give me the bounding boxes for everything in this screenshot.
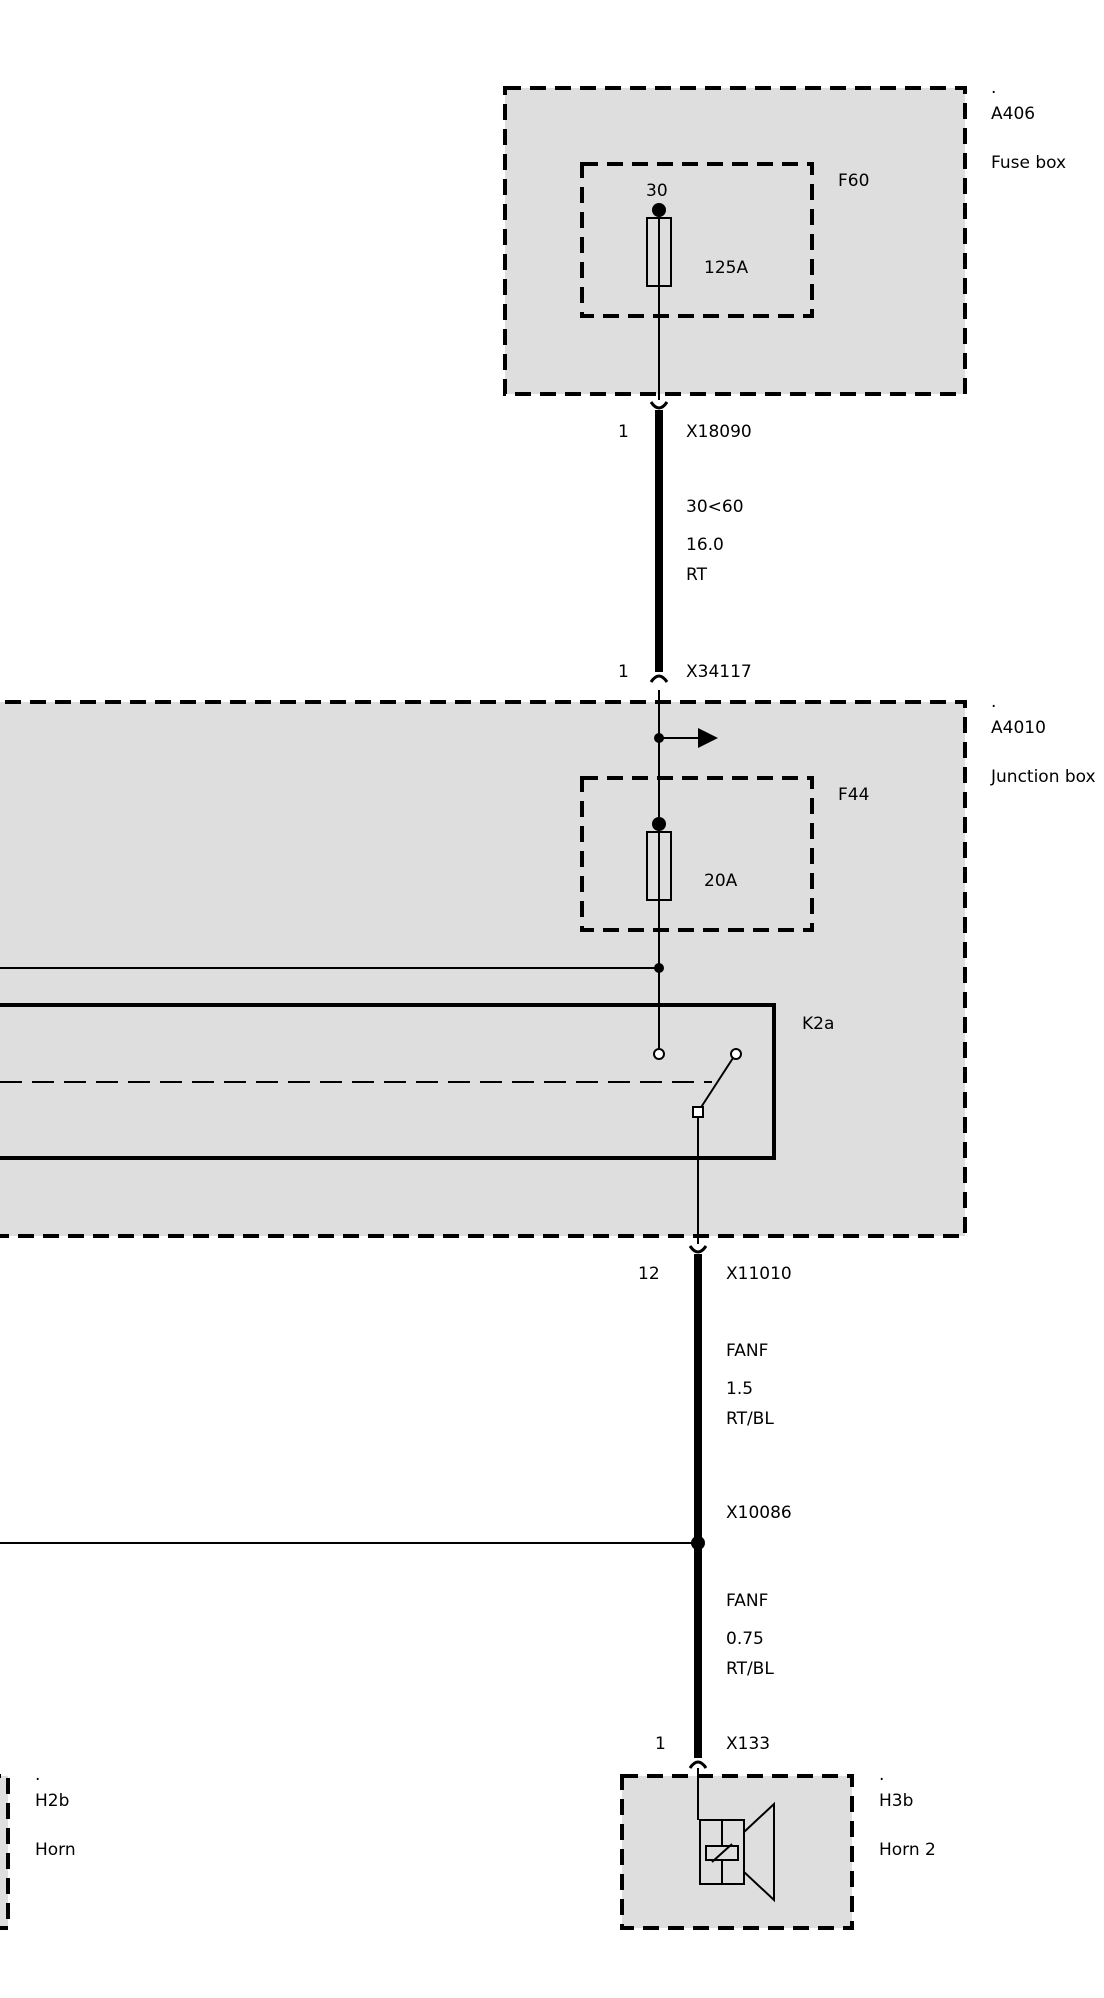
- connector-x34117-id: X34117: [686, 662, 752, 682]
- fuse-f44-id: F44: [838, 785, 869, 805]
- fuse-box-name: Fuse box: [991, 153, 1066, 173]
- junction-box-name: Junction box: [990, 767, 1096, 787]
- relay-contact-no: [730, 1048, 742, 1060]
- wire-w2-color: RT/BL: [726, 1409, 774, 1429]
- horn-h3b[interactable]: [620, 1768, 854, 1930]
- connector-x18090-pin: 1: [618, 422, 629, 442]
- horn-h3b-name: Horn 2: [879, 1840, 936, 1860]
- relay-switch-arm: [697, 1057, 734, 1113]
- fuse-f60-pin: 30: [646, 181, 668, 201]
- relay-k2a-id: K2a: [802, 1014, 834, 1034]
- connector-x11010: [688, 1245, 708, 1254]
- fuse-f60-outline: [580, 162, 814, 318]
- relay-contact-input: [653, 1048, 665, 1060]
- splice-x10086-id: X10086: [726, 1503, 792, 1523]
- connector-x34117-pin: 1: [618, 662, 629, 682]
- fuse-f44-outline: [580, 776, 814, 932]
- wire-w1-signal: 30<60: [686, 497, 744, 517]
- fuse-box-dot: .: [991, 78, 996, 98]
- fuse-box-id: A406: [991, 104, 1035, 124]
- wire-w3-color: RT/BL: [726, 1659, 774, 1679]
- horn-h2b-name: Horn: [35, 1840, 76, 1860]
- connector-x133: [688, 1760, 708, 1769]
- junction-box-id: A4010: [991, 718, 1046, 738]
- connector-x11010-pin: 12: [638, 1264, 660, 1284]
- horn-h2b-outline: [0, 1774, 10, 1930]
- junction-box-dot: .: [991, 692, 996, 712]
- connector-x18090: [649, 401, 669, 410]
- fuse-f60-id: F60: [838, 171, 869, 191]
- connector-x11010-id: X11010: [726, 1264, 792, 1284]
- left-branch-wire: [0, 963, 664, 973]
- horn-h2b-id: H2b: [35, 1791, 69, 1811]
- connector-x34117: [649, 674, 669, 683]
- relay-k2a[interactable]: [0, 1003, 776, 1160]
- wire-w3-signal: FANF: [726, 1591, 768, 1611]
- relay-k2a-outline: [0, 1003, 776, 1160]
- fuse-f60-symbol: [646, 203, 672, 400]
- wire-w2-cross-section: 1.5: [726, 1379, 753, 1399]
- wire-w3-cross-section: 0.75: [726, 1629, 764, 1649]
- wire-w2-signal: FANF: [726, 1341, 768, 1361]
- horn-h2b[interactable]: [0, 1774, 10, 1930]
- fuse-f44-rating: 20A: [704, 871, 738, 891]
- horn-icon: [697, 1768, 775, 1903]
- connector-x18090-id: X18090: [686, 422, 752, 442]
- horn-h3b-id: H3b: [879, 1791, 913, 1811]
- splice-x10086: [0, 1536, 705, 1550]
- connector-x133-id: X133: [726, 1734, 770, 1754]
- fuse-f44-symbol: [646, 817, 672, 901]
- connector-x133-pin: 1: [655, 1734, 666, 1754]
- branch-arrow-icon: [654, 728, 718, 748]
- wire-w1-cross-section: 16.0: [686, 535, 724, 555]
- fuse-box-outline: [503, 86, 967, 396]
- horn-h2b-dot: .: [35, 1765, 40, 1785]
- horn-h3b-dot: .: [879, 1765, 884, 1785]
- fuse-box-a406[interactable]: [503, 86, 967, 396]
- relay-contact-common: [692, 1106, 704, 1118]
- wire-w1-color: RT: [686, 565, 708, 585]
- fuse-f60-rating: 125A: [704, 258, 748, 278]
